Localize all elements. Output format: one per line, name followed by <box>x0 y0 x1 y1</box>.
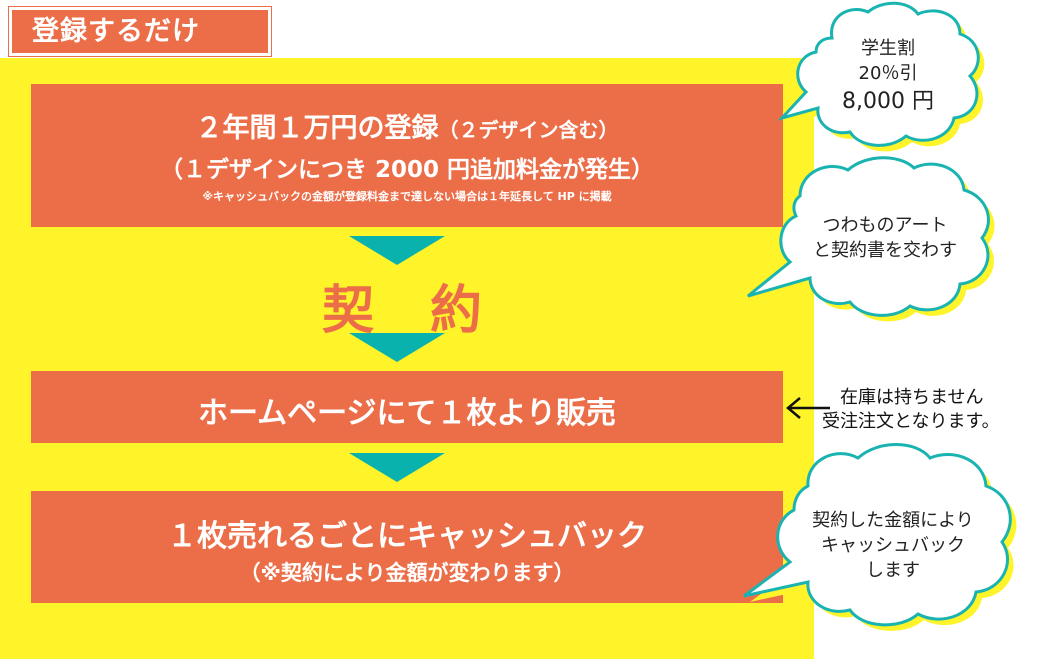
cashback-note: （※契約により金額が変わります） <box>239 561 575 585</box>
cashback-bubble-text: 契約した金額により キャッシュバック します <box>800 508 986 583</box>
bubble3-body <box>743 443 1012 627</box>
bubble2-body <box>747 156 990 317</box>
registration-main: ２年間１万円の登録 <box>195 113 439 144</box>
bubble2-line2: と契約書を交わす <box>813 240 957 261</box>
contract-label: 契 約 <box>322 281 485 341</box>
registration-title: ２年間１万円の登録（２デザイン含む） <box>31 106 783 145</box>
down-arrow-icon <box>349 333 445 362</box>
left-arrow-icon <box>786 397 830 419</box>
cashback-box: １枚売れるごとにキャッシュバック （※契約により金額が変わります） <box>31 491 783 603</box>
bubble3-line1: 契約した金額により <box>812 510 974 531</box>
student-discount-bubble-text: 学生割 20％引 8,000 円 <box>828 36 948 114</box>
sales-box: ホームページにて１枚より販売 <box>31 371 783 443</box>
down-arrow-icon <box>349 236 445 265</box>
down-arrow-icon <box>349 453 445 482</box>
stock-note-line2: 受注注文となります。 <box>822 411 1000 432</box>
bubble2-line1: つわものアート <box>822 215 948 236</box>
contract-bubble-text: つわものアート と契約書を交わす <box>800 213 970 263</box>
bubble1-body <box>777 1 980 147</box>
bubble3-line2: キャッシュバック <box>821 535 965 556</box>
registration-extra-fee: （１デザインにつき 2000 円追加料金が発生） <box>159 157 655 183</box>
header-tag: 登録するだけ <box>8 6 272 57</box>
sales-text: ホームページにて１枚より販売 <box>198 396 616 431</box>
registration-box: ２年間１万円の登録（２デザイン含む） （１デザインにつき 2000 円追加料金が… <box>31 84 783 227</box>
stock-note: 在庫は持ちません 受注注文となります。 <box>822 386 1000 434</box>
stock-note-line1: 在庫は持ちません <box>840 387 984 408</box>
registration-sub: （２デザイン含む） <box>438 118 619 142</box>
registration-note: ※キャッシュバックの金額が登録料金まで達しない場合は１年延長して HP に掲載 <box>202 190 612 203</box>
bubble1-line1: 学生割 <box>861 38 915 59</box>
bubble3-line3: します <box>866 560 920 581</box>
cashback-title: １枚売れるごとにキャッシュバック <box>167 519 647 554</box>
bubble1-line2: 20％引 <box>858 63 918 84</box>
bubble1-price: 8,000 円 <box>842 89 934 114</box>
